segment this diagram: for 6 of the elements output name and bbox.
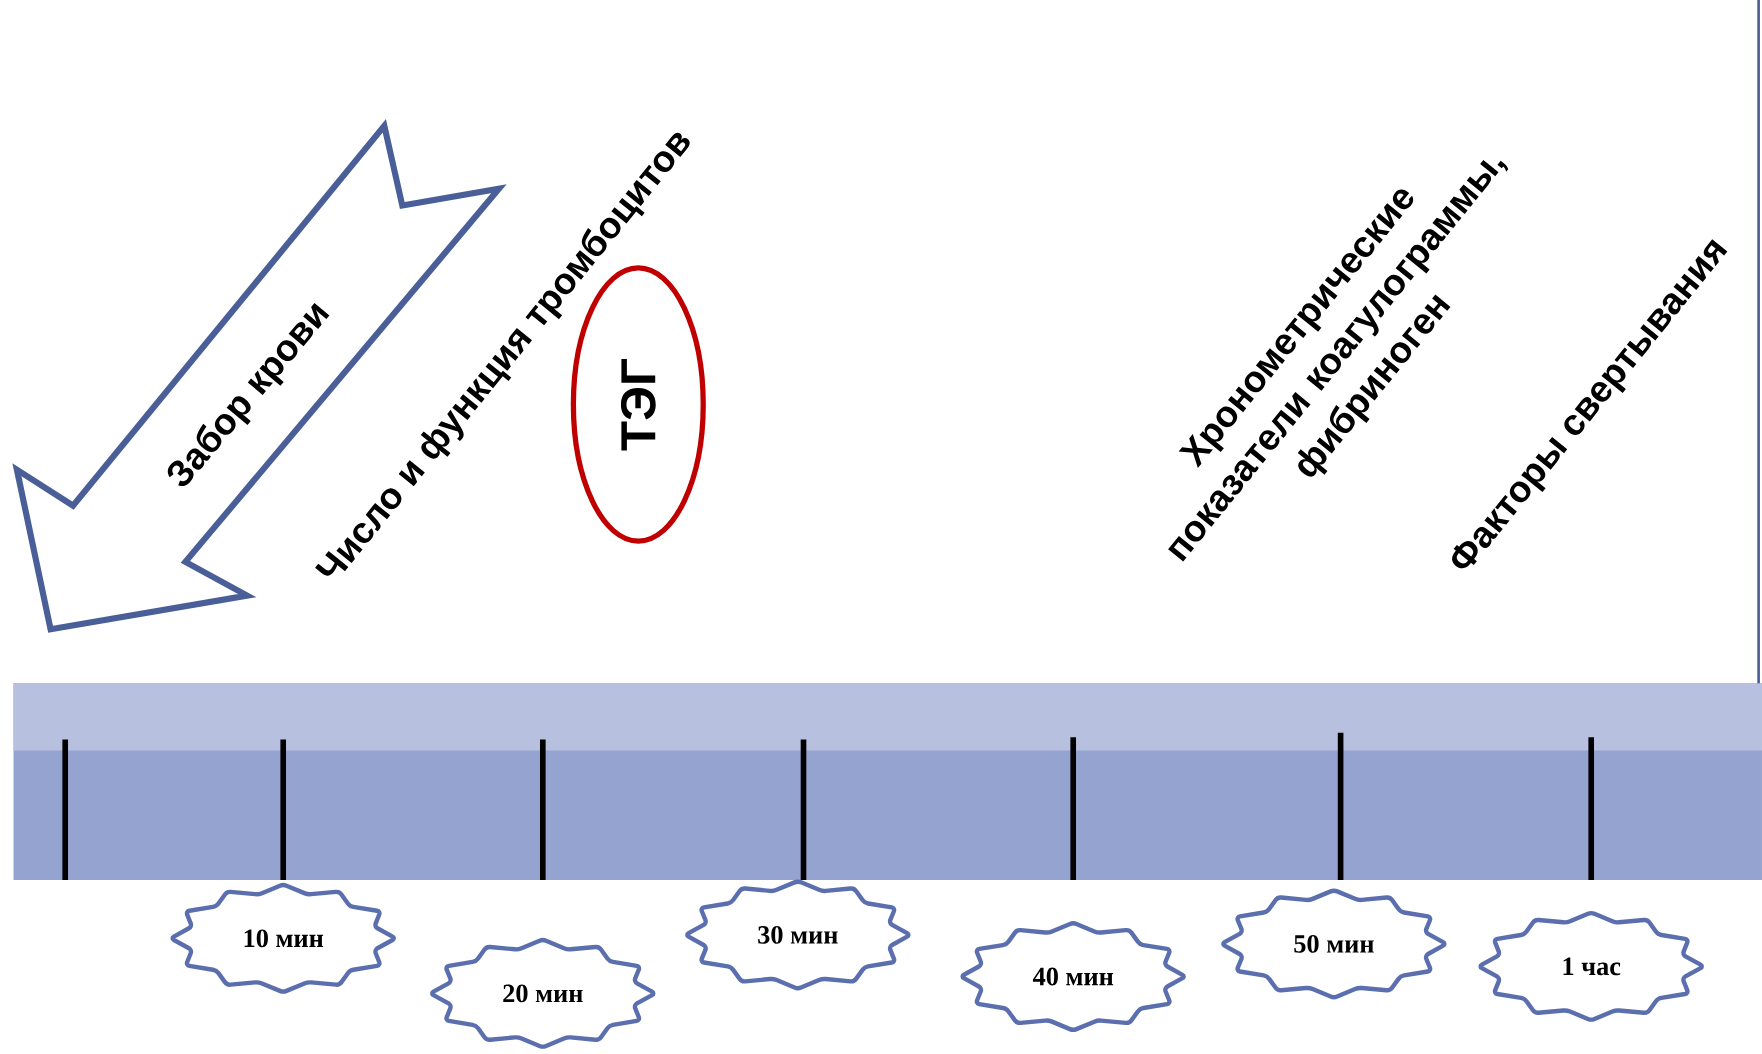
starburst-badge: 40 мин — [960, 921, 1186, 1032]
starburst-badge: 50 мин — [1221, 888, 1447, 1000]
starburst-badge: 1 час — [1478, 911, 1704, 1022]
starburst-badge: 10 мин — [170, 883, 396, 994]
starburst-badge: 30 мин — [685, 879, 911, 991]
starburst-badge: 20 мин — [430, 938, 656, 1049]
